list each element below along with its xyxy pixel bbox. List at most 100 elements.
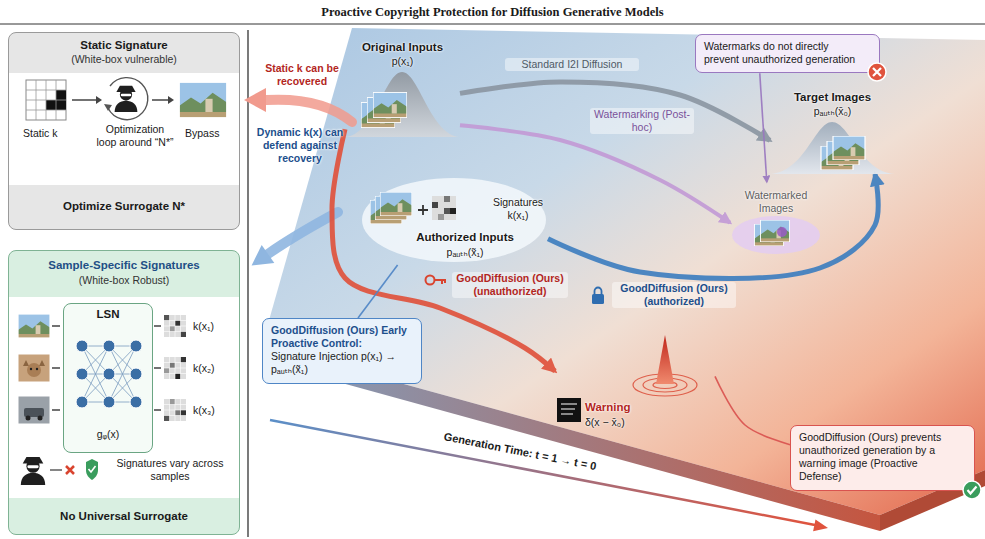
status-icon bbox=[867, 62, 887, 82]
node-text: Signatures vary across samples bbox=[107, 457, 233, 483]
distribution-blob bbox=[732, 216, 820, 254]
node-text: Signature Injection p(x₁) → pₐᵤₜₕ(x̃₁) bbox=[271, 350, 407, 376]
network-neuron bbox=[130, 340, 142, 352]
status-icon bbox=[962, 480, 982, 500]
authorized-distribution: Signatures k(x₁) Authorized Inputs pₐᵤₜₕ(x… bbox=[360, 160, 548, 265]
warning-image bbox=[557, 398, 581, 422]
node-text: GoodDiffusion (Ours) Early Proactive Con… bbox=[271, 324, 407, 350]
node-text: Watermarked Images bbox=[730, 189, 822, 215]
status-icon bbox=[868, 63, 886, 81]
warning-peak: Warning δ(x − x̄₀) bbox=[555, 330, 715, 433]
photo-thumbnail bbox=[833, 136, 865, 160]
signature-cell bbox=[438, 214, 444, 220]
network-neuron bbox=[103, 368, 115, 380]
photo-thumbnail bbox=[373, 92, 407, 118]
node-text: Bypass bbox=[185, 127, 219, 140]
node-text: k(x₁) bbox=[193, 320, 214, 333]
generation-time-arrow bbox=[813, 519, 828, 531]
status-icon bbox=[873, 68, 881, 76]
leader-line bbox=[358, 265, 398, 318]
node-text: gᵩ(x) bbox=[64, 428, 152, 441]
signature-panel: Static Signature(White-box vulnerable)St… bbox=[8, 32, 240, 230]
plus-symbol bbox=[418, 205, 428, 215]
network-neuron bbox=[76, 368, 88, 380]
photo-thumbnail bbox=[380, 192, 412, 216]
node-text: Warning bbox=[585, 400, 631, 414]
node-text: Sample-Specific Signatures bbox=[9, 258, 239, 272]
divider-line bbox=[247, 30, 248, 537]
figure-title: Proactive Copyright Protection for Diffu… bbox=[0, 5, 985, 20]
leader-line bbox=[715, 376, 790, 444]
node-text: LSN bbox=[64, 307, 152, 321]
distribution-mound bbox=[770, 122, 895, 174]
flow-arrow bbox=[548, 174, 878, 279]
key-icon bbox=[426, 276, 435, 285]
target-distribution: Target Imagespₐᵤₜₕ(x̄₀) bbox=[770, 90, 895, 174]
node-text: No Universal Surrogate bbox=[9, 509, 239, 523]
edge-label: GoodDiffusion (Ours) (unauthorized) bbox=[452, 272, 568, 298]
annotation-label: Dynamic k(x) can defend against recovery bbox=[256, 126, 344, 165]
node-text: p(x₁) bbox=[345, 55, 460, 68]
photo-thumbnail bbox=[760, 220, 789, 242]
signature-cell bbox=[444, 208, 450, 214]
signature-grid bbox=[432, 196, 456, 220]
node-text: Watermarks do not directly prevent unaut… bbox=[704, 40, 865, 66]
callout-box: Watermarks do not directly prevent unaut… bbox=[695, 34, 880, 73]
node-text: (White-box Robust) bbox=[9, 274, 239, 287]
node-text: (White-box vulnerable) bbox=[9, 53, 239, 66]
network-neuron bbox=[76, 396, 88, 408]
defense-arrow bbox=[252, 245, 275, 265]
terrain-board bbox=[262, 28, 985, 531]
signature-grid bbox=[432, 196, 456, 220]
node-text: k(x₂) bbox=[193, 362, 215, 375]
node-text: Optimization loop around “N*” bbox=[95, 123, 175, 149]
callout-box: GoodDiffusion (Ours) prevents unauthoriz… bbox=[790, 425, 975, 491]
node-text: Authorized Inputs bbox=[400, 230, 530, 244]
network-neuron bbox=[103, 396, 115, 408]
key-icon bbox=[426, 276, 447, 285]
title-rule bbox=[0, 24, 985, 25]
network-neuron bbox=[103, 340, 115, 352]
warning-image bbox=[561, 404, 577, 414]
distribution-mound bbox=[345, 72, 460, 137]
node-text: δ(x − x̄₀) bbox=[585, 416, 625, 429]
recovery-arrow bbox=[244, 88, 352, 122]
generation-time-arrow bbox=[270, 420, 815, 525]
edge-label: GoodDiffusion (Ours) (authorized) bbox=[612, 282, 736, 308]
node-text: Original Inputs bbox=[345, 40, 460, 54]
defense-arrow bbox=[252, 212, 338, 265]
status-icon bbox=[963, 481, 981, 499]
network-neuron bbox=[76, 340, 88, 352]
signature-cell bbox=[432, 202, 438, 208]
node-text: k(x₃) bbox=[193, 404, 215, 417]
lock-icon bbox=[595, 288, 602, 295]
lock-icon bbox=[592, 294, 604, 304]
network-neuron bbox=[130, 396, 142, 408]
key-icon bbox=[435, 280, 447, 284]
node-text: Signatures k(x₁) bbox=[488, 196, 548, 222]
watermark-dot bbox=[777, 227, 787, 237]
recovery-arrow bbox=[244, 88, 266, 112]
node-text: GoodDiffusion (Ours) prevents unauthoriz… bbox=[799, 431, 960, 484]
warning-spike bbox=[656, 335, 674, 384]
flow-arrow bbox=[760, 73, 767, 182]
generation-time-arrow bbox=[270, 420, 828, 531]
network-neuron bbox=[130, 368, 142, 380]
node-shape bbox=[345, 40, 460, 137]
node-text: Optimize Surrogate N* bbox=[9, 199, 239, 213]
annotation-label: Static k can be recovered bbox=[262, 62, 342, 88]
edge-label: Watermarking (Post-hoc) bbox=[590, 108, 694, 134]
network-box: LSN gᵩ(x) bbox=[63, 303, 153, 453]
lock-icon bbox=[592, 288, 604, 305]
terrain-board bbox=[262, 28, 985, 515]
defense-arrow bbox=[268, 212, 338, 254]
node-text: pₐᵤₜₕ(x̄₀) bbox=[770, 105, 895, 118]
recovery-arrow bbox=[266, 100, 352, 122]
signature-cell bbox=[444, 196, 450, 202]
node-text: Target Images bbox=[770, 90, 895, 104]
node-shape bbox=[555, 330, 715, 430]
signature-panel: Sample-Specific Signatures (White-box Rob… bbox=[8, 250, 240, 535]
status-icon bbox=[968, 486, 977, 493]
node-text: Static Signature bbox=[9, 38, 239, 52]
node-text: pₐᵤₜₕ(x̃₁) bbox=[400, 246, 530, 259]
